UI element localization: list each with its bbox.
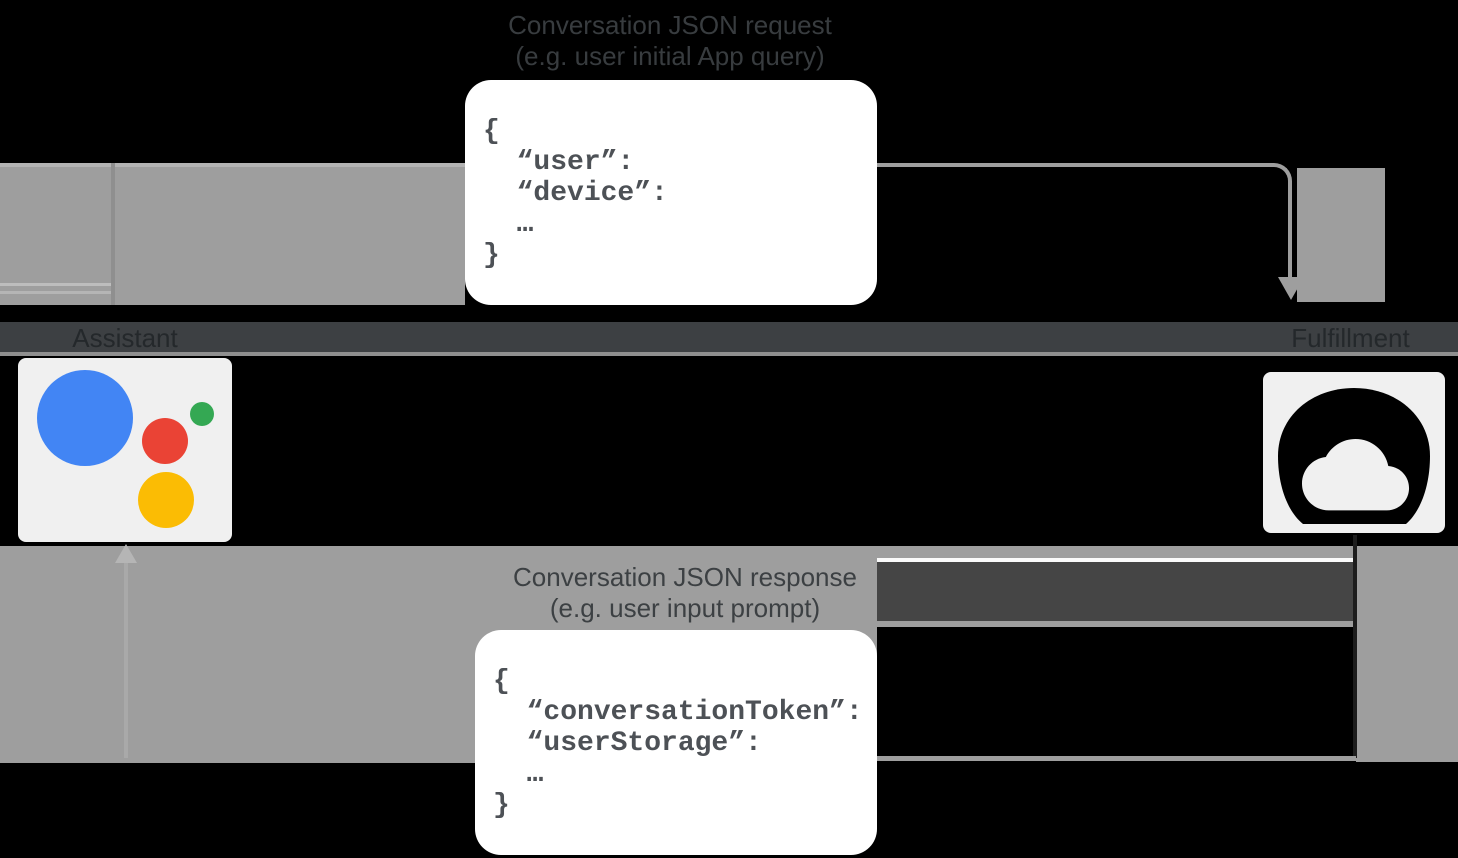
selection-dark-band	[877, 562, 1354, 621]
actor-band	[0, 322, 1458, 352]
code-line: “userStorage”:	[493, 728, 762, 759]
assistant-label: Assistant	[72, 323, 178, 353]
selection-bottom-right	[1356, 546, 1458, 762]
request-label: Conversation JSON request (e.g. user ini…	[420, 10, 920, 72]
response-title: Conversation JSON response	[513, 562, 857, 592]
selection-stripe	[0, 283, 113, 286]
request-arrow	[877, 163, 1292, 281]
selection-band-right	[1297, 168, 1385, 302]
code-line: }	[483, 240, 500, 271]
response-arrow-shaft-left	[124, 562, 128, 758]
code-line: {	[493, 666, 510, 697]
response-subtitle: (e.g. user input prompt)	[549, 593, 821, 623]
assistant-green-dot	[190, 402, 214, 426]
selection-band-left	[0, 163, 465, 305]
selection-band-left-edge	[0, 163, 465, 167]
selection-white-line	[877, 558, 1354, 562]
cloud-fulfillment-icon	[1263, 372, 1445, 533]
selection-stripe	[0, 291, 113, 294]
actor-band-underline	[0, 352, 1458, 356]
code-line: …	[483, 209, 534, 240]
request-subtitle: (e.g. user initial App query)	[515, 41, 825, 71]
response-arrow-shaft-right	[1353, 535, 1357, 758]
response-json-box: { “conversationToken”: “userStorage”: … …	[475, 630, 877, 855]
request-arrow-shaft-left	[111, 163, 115, 305]
code-line: “device”:	[483, 178, 668, 209]
code-line: “user”:	[483, 147, 635, 178]
selection-strip-bottom	[877, 621, 1354, 627]
code-line: {	[483, 116, 500, 147]
cloud-glyph-icon	[1302, 439, 1410, 511]
assistant-icon	[18, 358, 232, 542]
response-label: Conversation JSON response (e.g. user in…	[435, 562, 935, 624]
selection-strip-top	[877, 546, 1354, 558]
request-title: Conversation JSON request	[508, 10, 832, 40]
response-arrowhead-up-icon	[115, 544, 137, 563]
code-line: }	[493, 790, 510, 821]
request-json-box: { “user”: “device”: … }	[465, 80, 877, 305]
assistant-yellow-circle	[138, 472, 194, 528]
code-line: “conversationToken”:	[493, 697, 863, 728]
code-line: …	[493, 759, 544, 790]
assistant-blue-circle	[37, 370, 133, 466]
fulfillment-label: Fulfillment	[1291, 323, 1410, 353]
assistant-red-circle	[142, 418, 188, 464]
